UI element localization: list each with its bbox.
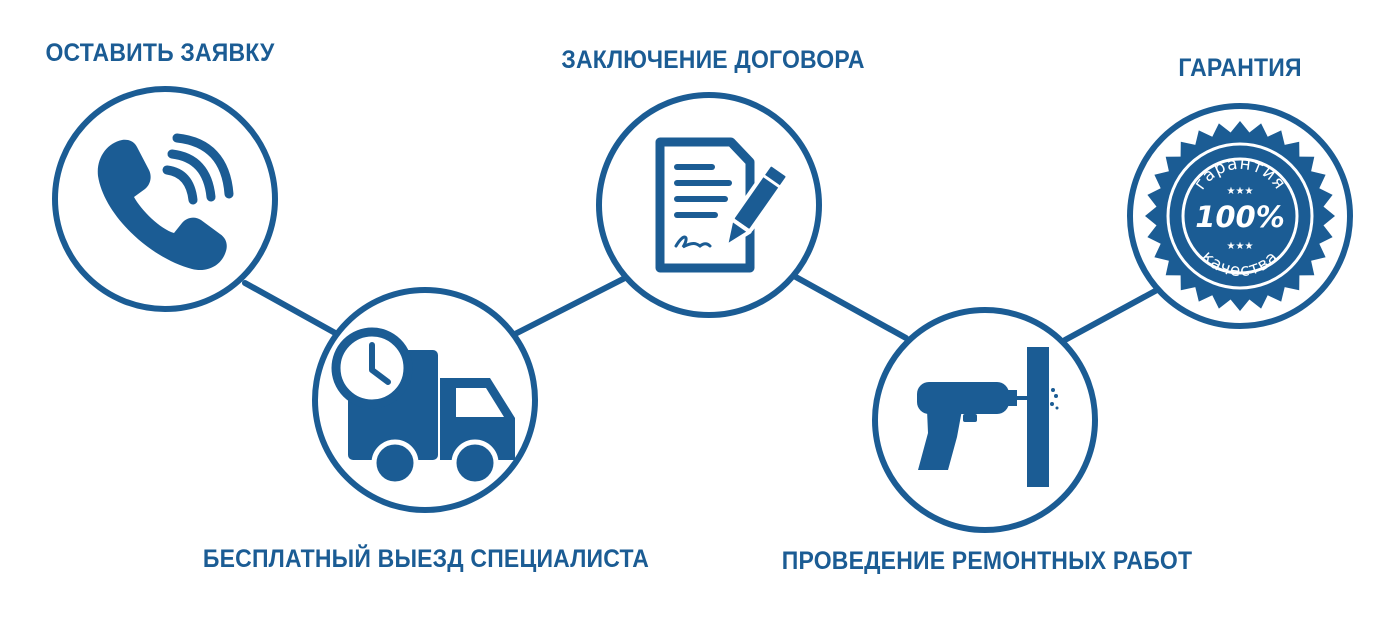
drill-sparks (1050, 388, 1059, 410)
contract-pen-icon (655, 137, 790, 273)
connector-3-4 (791, 273, 909, 341)
drill-wall (1027, 347, 1049, 487)
seal-badge (1145, 121, 1335, 311)
seal-inner-ring (1181, 157, 1299, 275)
drill-chuck (999, 390, 1017, 406)
seal-center-text: 100% (1195, 200, 1285, 234)
seal-stars-top: ★★★ (1227, 186, 1254, 197)
guarantee-seal-icon: гарантия 100% ★★★ ★★★ качества (1145, 121, 1335, 311)
drill-icon (917, 347, 1059, 487)
step-circle-1 (52, 86, 278, 312)
step-label-4: ПРОВЕДЕНИЕ РЕМОНТНЫХ РАБОТ (781, 547, 1193, 575)
connector-1-2 (242, 280, 340, 337)
seal-outer-ring (1166, 142, 1314, 290)
drill-handle (918, 410, 962, 470)
pen-icon (723, 162, 790, 249)
clock-hands (369, 342, 391, 385)
connector-2-3 (512, 275, 628, 337)
connector-4-5 (1062, 287, 1160, 343)
drill-body (917, 382, 1009, 414)
drill-trigger (963, 414, 977, 422)
truck-window (456, 388, 504, 417)
document-sheet (655, 137, 755, 273)
step-label-3: ЗАКЛЮЧЕНИЕ ДОГОВОРА (561, 46, 865, 74)
step-circle-4 (872, 307, 1098, 533)
phone-icon (97, 133, 234, 271)
step-label-2: БЕСПЛАТНЫЙ ВЫЕЗД СПЕЦИАЛИСТА (202, 545, 650, 573)
truck-wheel-rear (451, 439, 499, 487)
signature (674, 235, 712, 249)
seal-stars-bottom: ★★★ (1227, 241, 1254, 252)
step-label-1: ОСТАВИТЬ ЗАЯВКУ (45, 39, 275, 67)
step-label-5: ГАРАНТИЯ (1178, 54, 1302, 82)
connectors (242, 273, 1160, 343)
truck-wheel-front (371, 439, 419, 487)
delivery-truck-clock-icon (331, 327, 515, 487)
